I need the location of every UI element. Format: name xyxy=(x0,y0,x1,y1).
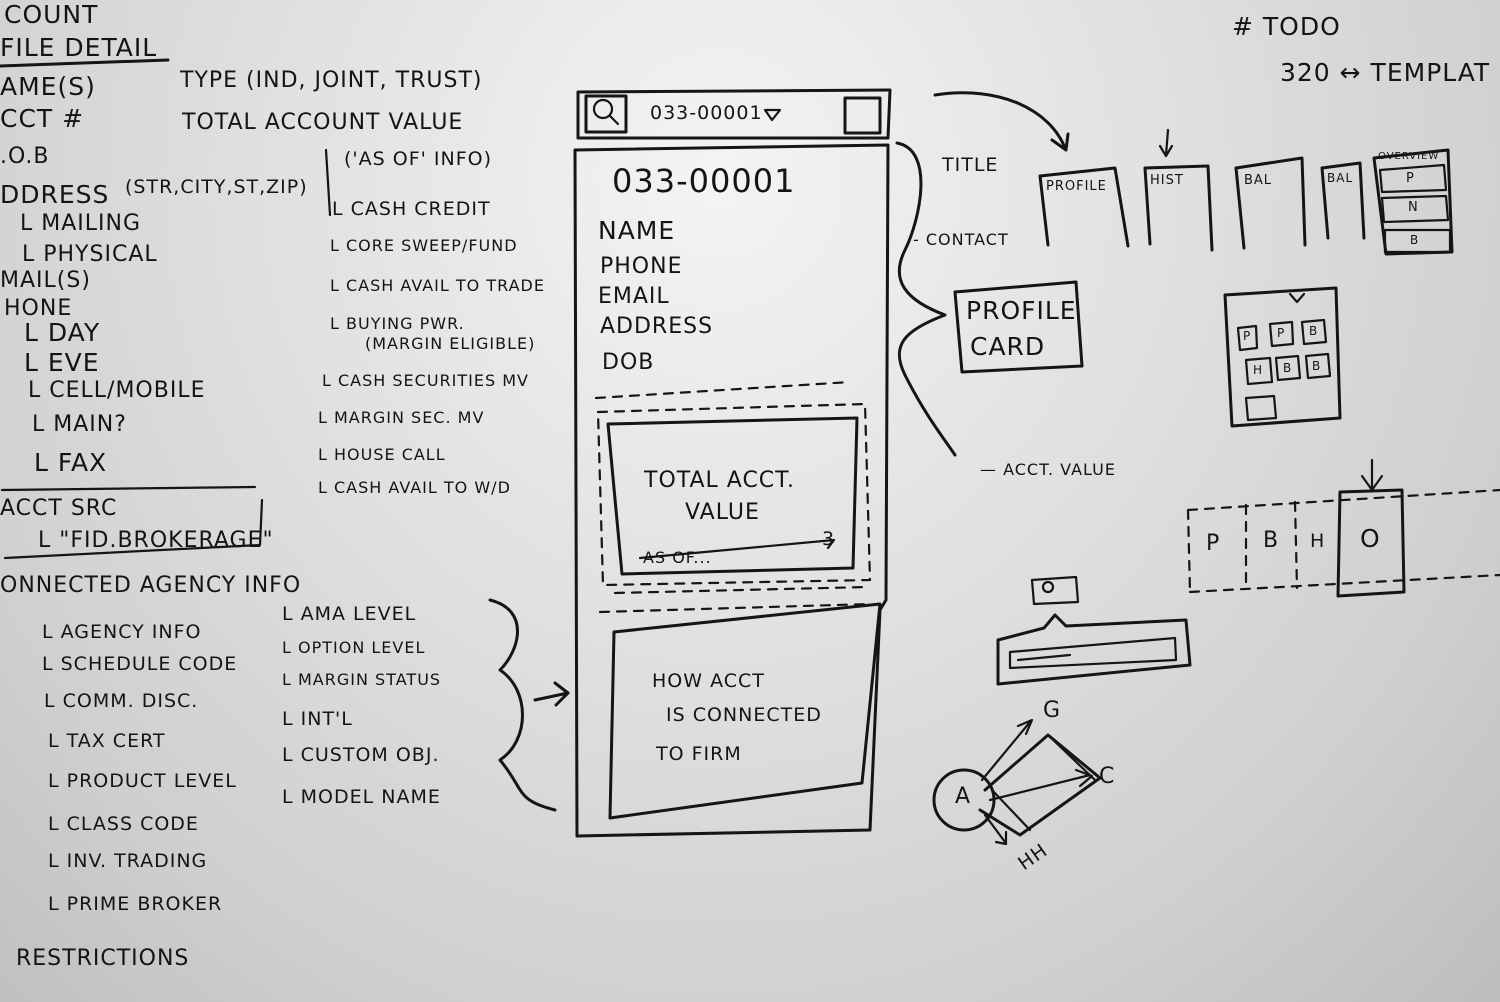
annotation-acct-value: — ACCT. VALUE xyxy=(980,460,1116,479)
note-item: AME(S) xyxy=(0,72,96,101)
note-item: L CELL/MOBILE xyxy=(28,378,206,403)
note-item: L FAX xyxy=(34,448,108,477)
overview-item: P xyxy=(1406,171,1415,186)
agency-header: ONNECTED AGENCY INFO xyxy=(0,573,302,598)
note-item: .O.B xyxy=(0,144,50,169)
value-card-title: TOTAL ACCT. xyxy=(644,468,795,493)
tab-sketch-label: PROFILE xyxy=(1046,179,1107,194)
connection-card-line: TO FIRM xyxy=(656,743,742,765)
graph-node: A xyxy=(955,784,972,809)
account-number-heading: 033-00001 xyxy=(612,162,796,200)
annotation-contact: - CONTACT xyxy=(913,230,1009,249)
tab-sketch-label: HIST xyxy=(1150,173,1184,188)
note-item: CCT # xyxy=(0,104,85,133)
carousel-item: P xyxy=(1206,531,1221,556)
connection-card-line: HOW ACCT xyxy=(652,670,765,692)
value-item: L CASH AVAIL TO W/D xyxy=(318,478,511,497)
grid-icon-label: P xyxy=(1243,329,1252,343)
grid-icon-label: B xyxy=(1312,359,1322,373)
annotation-profile-card: PROFILE xyxy=(966,296,1077,325)
todo-item: 320 ↔ TEMPLAT xyxy=(1280,58,1491,87)
profile-field: ADDRESS xyxy=(600,314,714,339)
value-item: L CASH SECURITIES MV xyxy=(322,371,529,390)
overview-item: B xyxy=(1410,233,1420,247)
carousel-item: H xyxy=(1310,530,1326,552)
annotation-profile-card: CARD xyxy=(970,332,1046,361)
overview-item: N xyxy=(1408,200,1419,215)
note-item: HONE xyxy=(4,296,73,321)
profile-field: NAME xyxy=(598,216,676,245)
value-item: L CASH CREDIT xyxy=(332,198,491,220)
agency-item: L OPTION LEVEL xyxy=(282,638,426,657)
agency-item: L PRODUCT LEVEL xyxy=(48,770,237,792)
value-item: L CORE SWEEP/FUND xyxy=(330,236,518,255)
grid-icon-label: H xyxy=(1253,363,1264,377)
note-item: L PHYSICAL xyxy=(22,242,158,267)
note-item: DDRESS xyxy=(0,180,110,209)
agency-item: L AMA LEVEL xyxy=(282,603,417,625)
value-card-title: VALUE xyxy=(685,500,760,525)
account-selector[interactable]: 033-00001 xyxy=(650,102,763,124)
agency-item: L TAX CERT xyxy=(48,730,166,752)
notes-header-line1: COUNT xyxy=(4,0,99,29)
agency-item: L COMM. DISC. xyxy=(44,690,199,712)
note-item: L EVE xyxy=(24,348,100,377)
total-value-note: TOTAL ACCOUNT VALUE xyxy=(182,110,464,135)
agency-item: L MARGIN STATUS xyxy=(282,670,442,689)
value-item: L CASH AVAIL TO TRADE xyxy=(330,276,545,295)
value-card-footer: AS OF... xyxy=(643,548,712,567)
agency-item: L CUSTOM OBJ. xyxy=(282,744,440,766)
note-item: MAIL(S) xyxy=(0,268,91,293)
value-item: L BUYING PWR. xyxy=(330,314,465,333)
value-item: ('AS OF' INFO) xyxy=(344,148,492,170)
agency-item: L PRIME BROKER xyxy=(48,893,223,915)
todo-title: # TODO xyxy=(1232,12,1341,41)
type-note: TYPE (IND, JOINT, TRUST) xyxy=(180,68,483,93)
connection-card-line: IS CONNECTED xyxy=(666,704,822,726)
agency-item: L CLASS CODE xyxy=(48,813,199,835)
tab-sketch-label: BAL xyxy=(1327,171,1354,185)
profile-field: DOB xyxy=(602,350,655,375)
annotation-title: TITLE xyxy=(942,154,999,176)
note-item: L MAILING xyxy=(20,211,142,236)
note-item: L MAIN? xyxy=(32,412,127,437)
agency-item: L AGENCY INFO xyxy=(42,621,202,643)
grid-icon-label: B xyxy=(1309,324,1319,338)
note-item: (STR,CITY,ST,ZIP) xyxy=(125,176,308,198)
agency-item: L MODEL NAME xyxy=(282,786,441,808)
acct-src-value: L "FID.BROKERAGE" xyxy=(38,528,274,553)
agency-item: L SCHEDULE CODE xyxy=(42,653,238,675)
value-card-badge: 3 xyxy=(822,528,836,550)
agency-item: L INT'L xyxy=(282,708,353,730)
value-item: (MARGIN ELIGIBLE) xyxy=(365,334,536,353)
graph-node: G xyxy=(1043,698,1062,723)
value-item: L HOUSE CALL xyxy=(318,445,446,464)
acct-src-label: ACCT SRC xyxy=(0,496,118,521)
tab-sketch-label: BAL xyxy=(1244,173,1273,188)
graph-node: C xyxy=(1099,764,1116,789)
notes-header-line2: FILE DETAIL xyxy=(0,33,158,62)
carousel-item-active: O xyxy=(1360,524,1381,553)
carousel-item: B xyxy=(1263,528,1280,553)
note-item: L DAY xyxy=(24,318,101,347)
tab-sketch-label: OVERVIEW xyxy=(1378,151,1440,162)
grid-icon-label: B xyxy=(1283,361,1293,375)
profile-field: EMAIL xyxy=(598,284,670,309)
grid-icon-label: P xyxy=(1277,326,1286,340)
agency-item: L INV. TRADING xyxy=(48,850,208,872)
restrictions-label: RESTRICTIONS xyxy=(16,946,190,971)
value-item: L MARGIN SEC. MV xyxy=(318,408,485,427)
profile-field: PHONE xyxy=(600,254,683,279)
